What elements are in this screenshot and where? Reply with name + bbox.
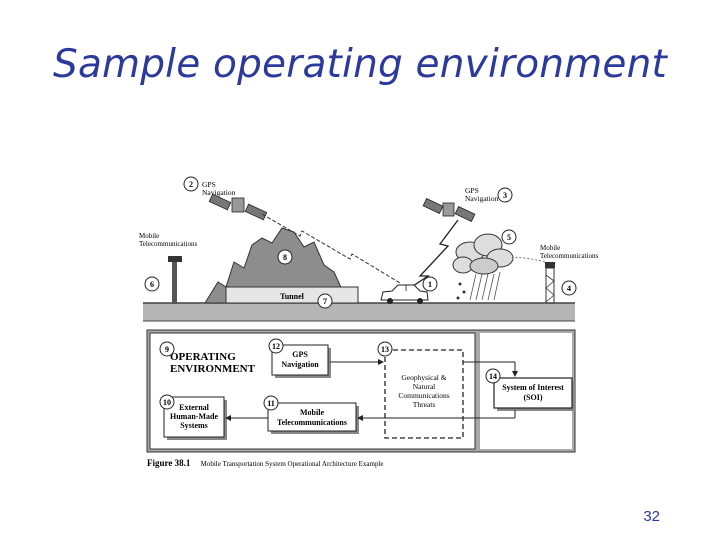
soi-label: System of Interest(SOI) (502, 383, 564, 402)
svg-text:8: 8 (283, 253, 287, 262)
svg-text:9: 9 (165, 345, 169, 354)
gps-right-signal (409, 219, 459, 289)
page-number: 32 (643, 508, 660, 525)
svg-text:5: 5 (507, 233, 511, 242)
slide-title: Sample operating environment (52, 42, 667, 87)
callout-2: 2 (183, 176, 199, 192)
mountain (204, 227, 351, 304)
svg-text:14: 14 (489, 372, 497, 381)
scene-callouts: 1 2 3 4 5 6 7 8 (144, 176, 577, 309)
callout-13: 13 (377, 341, 393, 357)
callout-11: 11 (263, 395, 279, 411)
callout-8: 8 (277, 249, 293, 265)
soi-box (493, 377, 573, 409)
car-icon (380, 284, 429, 304)
svg-text:10: 10 (163, 398, 171, 407)
svg-text:7: 7 (323, 297, 327, 306)
gps-left-signal (261, 213, 401, 284)
callout-7: 7 (317, 293, 333, 309)
storm-cloud-icon (452, 233, 514, 301)
callout-14: 14 (485, 368, 501, 384)
caption-text: Mobile Transportation System Operational… (201, 460, 384, 468)
tunnel-label: Tunnel (280, 292, 305, 301)
satellite-right-icon (422, 198, 476, 222)
architecture-callouts: 9 10 11 12 13 14 (159, 338, 501, 411)
ground (143, 303, 575, 321)
satellite-left-icon (208, 193, 268, 221)
tunnel: Tunnel (225, 286, 359, 304)
mobile-telecom-box (267, 402, 357, 432)
svg-text:4: 4 (567, 284, 571, 293)
cell-tower-right (545, 262, 555, 304)
svg-text:6: 6 (150, 280, 154, 289)
figure-caption: Figure 38.1 Mobile Transportation System… (147, 458, 384, 468)
svg-text:1: 1 (428, 280, 432, 289)
svg-text:2: 2 (189, 180, 193, 189)
callout-9: 9 (159, 341, 175, 357)
scene-illustration: Tunnel (139, 180, 598, 322)
caption-label: Figure 38.1 (147, 458, 191, 468)
callout-10: 10 (159, 394, 175, 410)
svg-text:11: 11 (267, 399, 275, 408)
cell-tower-left (168, 256, 182, 304)
svg-text:3: 3 (503, 191, 507, 200)
callout-4: 4 (561, 280, 577, 296)
callout-5: 5 (501, 229, 517, 245)
svg-text:12: 12 (272, 342, 280, 351)
threats-box (384, 349, 464, 439)
callout-6: 6 (144, 276, 160, 292)
svg-text:13: 13 (381, 345, 389, 354)
callout-3: 3 (497, 187, 513, 203)
callout-12: 12 (268, 338, 284, 354)
callout-1: 1 (422, 276, 438, 292)
